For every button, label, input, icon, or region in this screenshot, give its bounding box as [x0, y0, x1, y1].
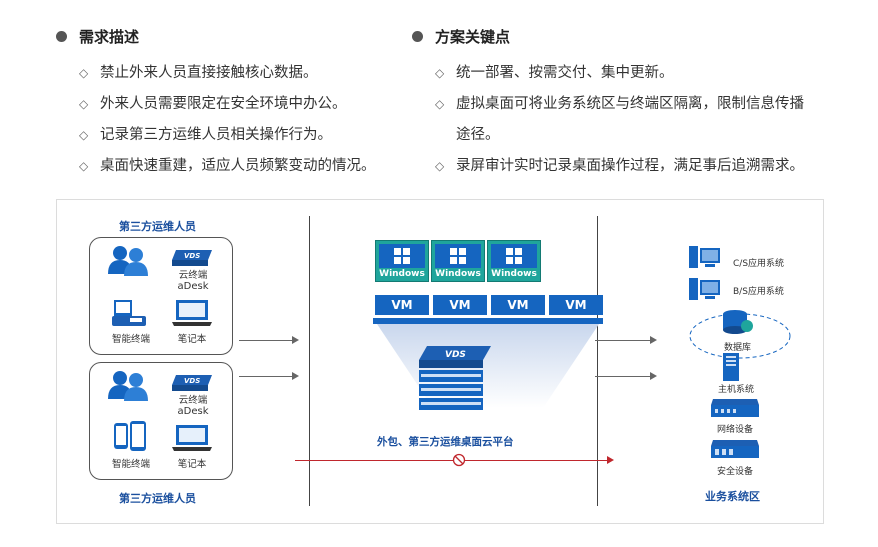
host-server-icon — [723, 353, 739, 381]
keypoints-heading: 方案关键点 — [412, 22, 816, 50]
svg-text:VDS: VDS — [184, 252, 200, 260]
prohibited-icon — [452, 453, 466, 467]
user-group-top: VDS 云终端 aDesk 智能终端 笔记本 — [89, 237, 233, 355]
database-icon — [689, 310, 791, 359]
windows-label: Windows — [491, 269, 537, 279]
cloud-terminal-label: 云终端 — [178, 395, 208, 406]
smart-terminal-label: 智能终端 — [111, 459, 150, 470]
smart-terminal-icon — [112, 300, 146, 326]
network-device-label: 网络设备 — [717, 425, 754, 435]
windows-logo-icon — [506, 248, 522, 264]
vm-box: VM — [491, 295, 545, 315]
notebook-icon — [172, 300, 212, 326]
requirements-title: 需求描述 — [79, 27, 140, 46]
adesk-label: aDesk — [177, 281, 209, 292]
database-label: 数据库 — [724, 343, 752, 353]
adesk-label: aDesk — [177, 406, 209, 417]
connection-arrow — [239, 336, 299, 344]
diamond-icon: ◇ — [435, 66, 445, 80]
keypoint-item: ◇统一部署、按需交付、集中更新。 — [412, 58, 816, 89]
mobile-devices-icon — [114, 421, 146, 451]
user-group-bottom: VDS 云终端 aDesk 智能终端 笔记本 — [89, 362, 233, 480]
diamond-icon: ◇ — [79, 128, 89, 142]
windows-desktop: Windows — [375, 240, 429, 282]
vm-box: VM — [549, 295, 603, 315]
business-zone-title: 业务系统区 — [705, 490, 760, 503]
blocked-arrow-head — [607, 456, 614, 464]
bullet-icon — [412, 30, 423, 42]
security-device-label: 安全设备 — [717, 467, 754, 477]
host-system-label: 主机系统 — [718, 385, 755, 395]
requirements-heading: 需求描述 — [56, 22, 376, 50]
requirement-item: ◇桌面快速重建，适应人员频繁变动的情况。 — [56, 151, 376, 182]
security-device-icon — [711, 440, 759, 458]
cs-system-label: C/S应用系统 — [733, 259, 785, 269]
vm-box: VM — [375, 295, 429, 315]
connection-arrow — [595, 336, 657, 344]
bullet-icon — [56, 30, 67, 42]
keypoints-title: 方案关键点 — [435, 27, 511, 46]
requirements-section: 需求描述 ◇禁止外来人员直接接触核心数据。 ◇外来人员需要限定在安全环境中办公。… — [56, 22, 376, 182]
bs-system-label: B/S应用系统 — [733, 287, 784, 297]
diamond-icon: ◇ — [79, 159, 89, 173]
bs-system-icon — [689, 278, 720, 300]
cs-system-icon — [689, 246, 720, 268]
connection-arrow — [239, 372, 299, 380]
diamond-icon: ◇ — [79, 97, 89, 111]
windows-logo-icon — [450, 248, 466, 264]
vm-box: VM — [433, 295, 487, 315]
users-icon — [108, 371, 148, 401]
windows-logo-icon — [394, 248, 410, 264]
keypoints-section: 方案关键点 ◇统一部署、按需交付、集中更新。 ◇虚拟桌面可将业务系统区与终端区隔… — [412, 22, 816, 182]
smart-terminal-label: 智能终端 — [111, 334, 150, 345]
diamond-icon: ◇ — [435, 97, 445, 111]
network-device-icon — [711, 399, 759, 417]
svg-text:VDS: VDS — [445, 350, 466, 360]
group-title-bottom: 第三方运维人员 — [119, 492, 196, 505]
vds-server-stack: VDS — [373, 318, 603, 410]
windows-desktop: Windows — [487, 240, 541, 282]
cloud-terminal-label: 云终端 — [178, 270, 208, 281]
architecture-diagram: 第三方运维人员 VDS 云终端 aDesk 智能终端 笔记本 VDS — [56, 199, 824, 524]
users-icon — [108, 246, 148, 276]
cloud-terminal-icon: VDS — [172, 250, 212, 266]
diamond-icon: ◇ — [79, 66, 89, 80]
keypoint-item: ◇录屏审计实时记录桌面操作过程，满足事后追溯需求。 — [412, 151, 816, 182]
windows-label: Windows — [435, 269, 481, 279]
notebook-label: 笔记本 — [177, 459, 207, 470]
keypoint-item: ◇虚拟桌面可将业务系统区与终端区隔离，限制信息传播途径。 — [412, 89, 816, 151]
requirement-item: ◇外来人员需要限定在安全环境中办公。 — [56, 89, 376, 120]
group-title-top: 第三方运维人员 — [119, 220, 196, 233]
windows-desktop: Windows — [431, 240, 485, 282]
zone-divider — [597, 216, 598, 506]
zone-divider — [309, 216, 310, 506]
requirement-item: ◇记录第三方运维人员相关操作行为。 — [56, 120, 376, 151]
notebook-icon — [172, 425, 212, 451]
cloud-terminal-icon: VDS — [172, 375, 212, 391]
windows-label: Windows — [379, 269, 425, 279]
connection-arrow — [595, 372, 657, 380]
diamond-icon: ◇ — [435, 159, 445, 173]
svg-text:VDS: VDS — [184, 377, 200, 385]
platform-label: 外包、第三方运维桌面云平台 — [377, 436, 514, 448]
notebook-label: 笔记本 — [177, 334, 207, 345]
requirement-item: ◇禁止外来人员直接接触核心数据。 — [56, 58, 376, 89]
